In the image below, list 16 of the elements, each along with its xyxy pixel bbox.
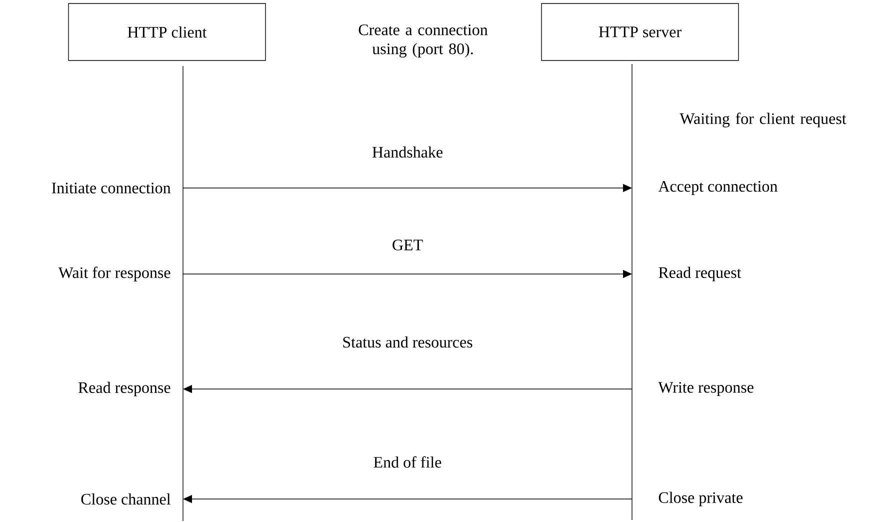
participant-box: HTTP server <box>541 3 739 61</box>
edge-label: End of file <box>372 455 443 469</box>
edge-label: GET <box>390 238 424 252</box>
participant-box: HTTP client <box>68 3 266 61</box>
note-text: Create a connection using (port 80). <box>358 24 488 58</box>
step-text: Wait for response <box>58 266 170 282</box>
edge-label: Status and resources <box>341 335 474 349</box>
step-text: Accept connection <box>658 181 778 195</box>
note-text: Waiting for client request <box>680 112 846 128</box>
step-text: Read request <box>658 266 742 282</box>
step-text: Close private <box>658 492 743 506</box>
step-text: Close channel <box>81 493 170 505</box>
edge-label: Handshake <box>370 145 444 159</box>
step-text: Write response <box>658 382 754 396</box>
step-text: Read response <box>78 382 170 396</box>
step-text: Initiate connection <box>52 182 171 194</box>
